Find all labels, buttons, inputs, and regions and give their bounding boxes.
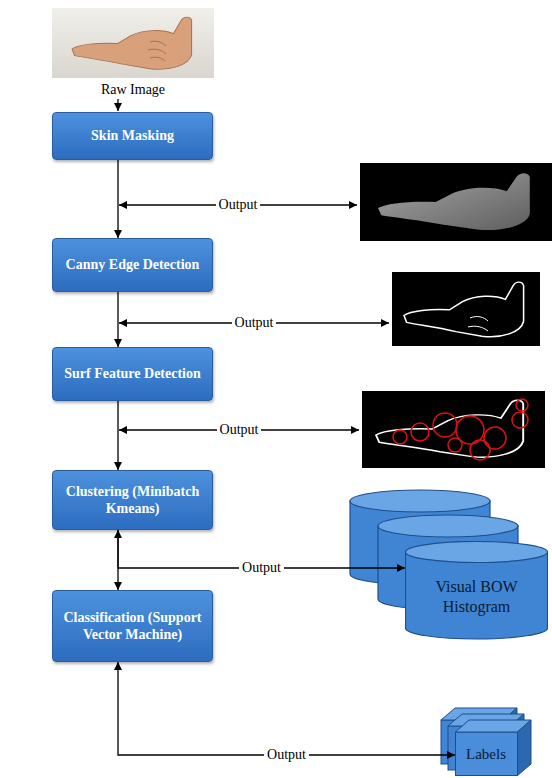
output-label: Output — [264, 747, 309, 764]
node-text: Visual BOW Histogram — [411, 565, 542, 628]
output-label: Output — [217, 422, 262, 439]
surf-keypoints — [393, 399, 528, 460]
node-text: Labels — [455, 732, 517, 776]
cylinder-top — [378, 515, 518, 537]
hand-mask — [378, 173, 530, 230]
keypoint — [512, 412, 528, 428]
node-text: Canny Edge Detection — [66, 256, 200, 274]
node-text: Surf Feature Detection — [64, 365, 201, 383]
process-box: Clustering (Minibatch Kmeans) — [52, 470, 213, 530]
hand-edges — [404, 282, 524, 337]
surf-image — [362, 391, 545, 468]
keypoint — [433, 413, 457, 437]
skin-mask-image — [360, 163, 552, 241]
flow-arrow — [117, 292, 118, 347]
process-box: Skin Masking — [52, 112, 213, 160]
flow-arrow — [118, 662, 455, 755]
label-cube: Labels — [455, 718, 535, 776]
finger-lines — [148, 41, 166, 61]
edge-image — [392, 272, 540, 346]
keypoint — [448, 438, 462, 452]
cylinder-top — [406, 542, 548, 563]
flow-arrow — [117, 160, 118, 238]
keypoint — [516, 399, 528, 411]
hand-photo — [72, 17, 192, 69]
flow-arrow — [117, 401, 118, 470]
cube-face — [456, 732, 518, 776]
flow-arrow — [117, 530, 118, 590]
photo-ground — [52, 8, 214, 78]
image-caption: Raw Image — [98, 82, 168, 99]
output-label: Output — [232, 315, 277, 332]
keypoint — [470, 440, 490, 460]
node-text: Classification (Support Vector Machine) — [63, 609, 202, 644]
keypoint — [411, 423, 429, 441]
output-label: Output — [239, 560, 284, 577]
process-box: Classification (Support Vector Machine) — [52, 590, 213, 662]
cylinder-top — [350, 490, 490, 512]
finger-edges — [468, 317, 488, 331]
cube-face — [518, 720, 532, 776]
process-box: Surf Feature Detection — [52, 347, 213, 401]
node-text: Clustering (Minibatch Kmeans) — [63, 483, 202, 518]
keypoint — [393, 430, 407, 444]
hand-edges — [376, 400, 523, 457]
data-cylinder: Visual BOW Histogram — [405, 541, 548, 640]
process-box: Canny Edge Detection — [52, 238, 213, 292]
keypoint — [484, 427, 506, 449]
input-arrow — [117, 99, 118, 111]
node-text: Skin Masking — [91, 127, 174, 145]
cube — [456, 720, 532, 776]
output-label: Output — [216, 197, 261, 214]
cylinder-body — [406, 552, 548, 639]
